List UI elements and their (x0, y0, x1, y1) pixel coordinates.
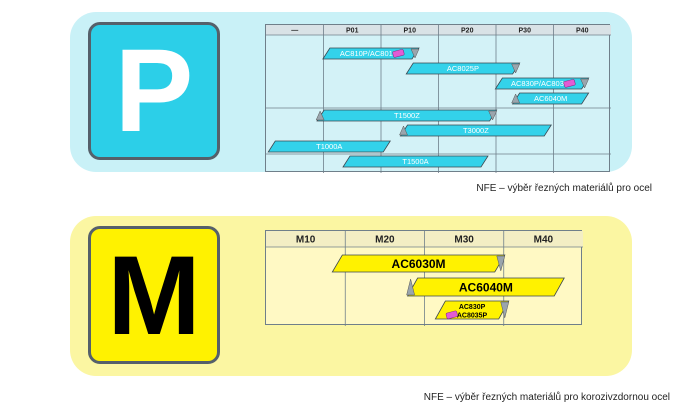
grade-label: AC8025P (447, 64, 479, 73)
grade-label: AC6030M (392, 257, 446, 271)
grade-label: AC830P (459, 304, 486, 311)
grade-label: T1500Z (394, 111, 420, 120)
column-header: P40 (576, 28, 589, 35)
grade-label: T1000A (316, 142, 342, 151)
grade-label: AC810P/AC8015P (340, 49, 402, 58)
range-end-marker (580, 78, 590, 89)
grade-label: T3000Z (463, 126, 489, 135)
column-header: P01 (346, 28, 359, 35)
range-end-marker (500, 301, 510, 319)
range-start-marker (511, 93, 521, 104)
grade-label: AC830P/AC8035P (511, 79, 573, 88)
grade-bar (331, 254, 506, 273)
coated-grade-icon (392, 49, 405, 58)
column-header: P30 (519, 28, 532, 35)
column-header: M10 (296, 235, 316, 246)
stainless-caption: NFE – výběr řezných materiálů pro korozi… (423, 392, 670, 403)
column-header: M30 (454, 235, 474, 246)
column-header: M40 (534, 235, 554, 246)
column-header: M20 (375, 235, 395, 246)
grade-label-secondary: AC8035P (457, 313, 488, 320)
grade-bar (405, 62, 521, 75)
grade-label: AC6040M (534, 94, 567, 103)
grade-bar (342, 155, 489, 168)
range-start-marker (399, 125, 408, 136)
column-header: P20 (461, 28, 474, 35)
coated-grade-icon (445, 310, 458, 320)
range-end-marker (488, 110, 498, 121)
range-start-marker (406, 278, 415, 296)
range-end-marker (410, 48, 420, 59)
steel-caption: NFE – výběr řezných materiálů pro ocel (476, 183, 652, 194)
iso-m-badge: M (88, 226, 220, 364)
range-end-marker (496, 255, 506, 272)
coated-grade-icon (563, 79, 576, 88)
grade-bar (267, 140, 391, 153)
range-start-marker (315, 110, 325, 121)
grade-label: T1500A (402, 157, 428, 166)
column-header: P10 (404, 28, 417, 35)
iso-p-badge: P (88, 22, 220, 160)
range-end-marker (511, 63, 521, 74)
column-header: — (291, 28, 298, 35)
grade-label: AC6040M (459, 280, 513, 294)
